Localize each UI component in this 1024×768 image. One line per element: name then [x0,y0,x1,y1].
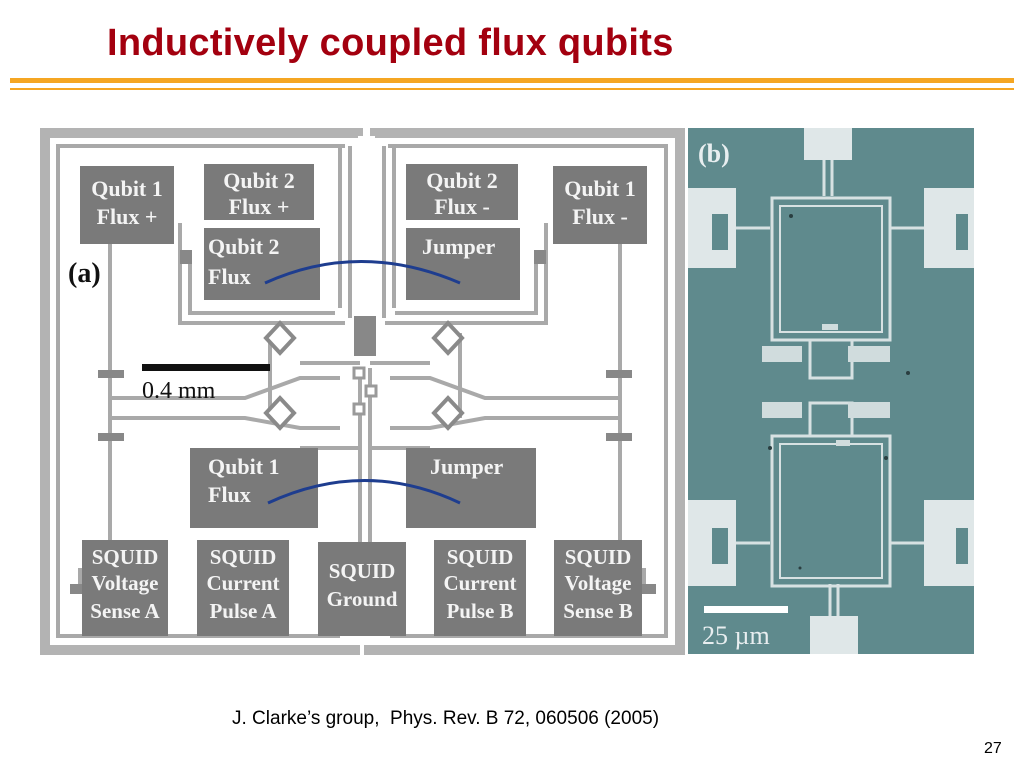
svg-text:SQUID: SQUID [447,545,514,569]
svg-text:Flux +: Flux + [229,194,290,219]
pad-qubit2-flux: Qubit 2 Flux [204,228,320,300]
svg-text:Flux -: Flux - [572,204,628,229]
pad-jumper-bottom: Jumper [406,448,536,528]
panel-b-label: (b) [698,139,730,168]
svg-text:Flux: Flux [208,264,251,289]
slide-title: Inductively coupled flux qubits [107,22,674,64]
panel-b-micrograph: (b) 25 µm [688,128,974,654]
pad-squid-current-pulse-b: SQUID Current Pulse B [434,540,526,636]
svg-text:Flux: Flux [208,482,251,507]
svg-text:Qubit 2: Qubit 2 [223,168,295,193]
svg-text:Jumper: Jumper [422,234,496,259]
svg-text:SQUID: SQUID [210,545,277,569]
figure: Qubit 1 Flux + Qubit 2 Flux + Qubit 2 Fl… [40,128,974,656]
svg-text:Flux -: Flux - [434,194,490,219]
pad-qubit2-flux-plus: Qubit 2 Flux + [204,164,314,220]
svg-text:Current: Current [206,571,279,595]
svg-text:SQUID: SQUID [565,545,632,569]
svg-text:Flux +: Flux + [97,204,158,229]
svg-text:Ground: Ground [327,587,398,611]
pad-squid-voltage-sense-a: SQUID Voltage Sense A [82,540,168,636]
pad-squid-ground: SQUID Ground [318,542,406,636]
title-rule-thin [10,88,1014,90]
pad-jumper-top: Jumper [406,228,520,300]
coupling-arc-bottom [267,479,461,505]
svg-text:Qubit 1: Qubit 1 [564,176,636,201]
svg-text:Voltage: Voltage [565,571,632,595]
svg-text:Pulse A: Pulse A [209,599,277,623]
scale-bar-b-label: 25 µm [702,621,770,650]
svg-text:Sense B: Sense B [563,599,632,623]
page-number: 27 [984,740,1002,757]
pad-qubit1-flux-minus: Qubit 1 Flux - [553,166,647,244]
pad-squid-current-pulse-a: SQUID Current Pulse A [197,540,289,636]
title-rule-thick [10,78,1014,83]
svg-text:Qubit 1: Qubit 1 [91,176,163,201]
panel-a-label: (a) [68,258,101,289]
svg-text:SQUID: SQUID [92,545,159,569]
scale-bar-a [142,364,270,371]
pad-squid-voltage-sense-b: SQUID Voltage Sense B [554,540,642,636]
pad-qubit1-flux-plus: Qubit 1 Flux + [80,166,174,244]
scale-bar-a-label: 0.4 mm [142,378,216,404]
svg-text:Qubit 2: Qubit 2 [208,234,280,259]
citation: J. Clarke’s group, Phys. Rev. B 72, 0605… [232,708,660,729]
svg-text:Qubit 1: Qubit 1 [208,454,280,479]
pad-qubit2-flux-minus: Qubit 2 Flux - [406,164,518,220]
pad-qubit1-flux: Qubit 1 Flux [190,448,318,528]
panel-a-schematic: Qubit 1 Flux + Qubit 2 Flux + Qubit 2 Fl… [40,128,685,656]
coupling-arc-top [264,260,461,285]
svg-text:Current: Current [443,571,516,595]
svg-text:SQUID: SQUID [329,559,396,583]
svg-text:Qubit 2: Qubit 2 [426,168,498,193]
svg-text:Voltage: Voltage [92,571,159,595]
svg-text:Sense A: Sense A [90,599,160,623]
scale-bar-b [704,606,788,613]
svg-text:Pulse B: Pulse B [446,599,513,623]
svg-text:Jumper: Jumper [430,454,504,479]
